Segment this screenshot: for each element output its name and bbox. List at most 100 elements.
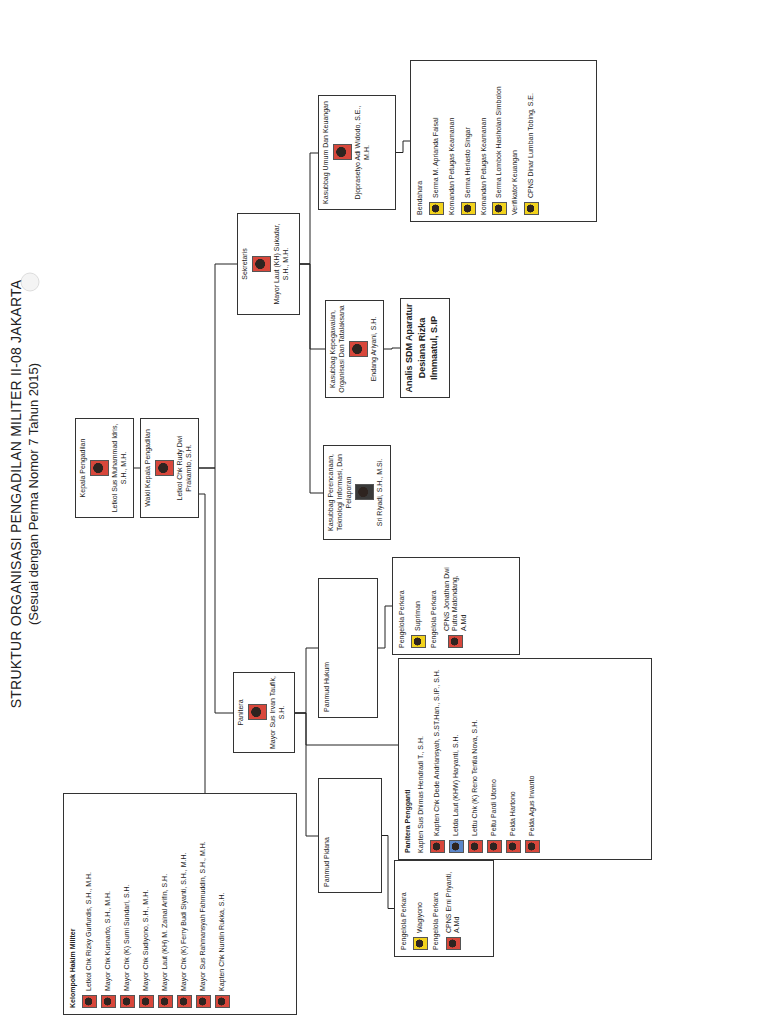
portrait-photo xyxy=(333,145,352,161)
person-name: Komandan Petugas Keamanan xyxy=(448,118,457,215)
portrait-photo xyxy=(468,840,483,853)
text-row: CPNS Jonathan Dwi Putra Matondang, A.Md xyxy=(443,564,469,648)
text-row: Wakil Kepala Pengadilan xyxy=(144,422,153,514)
position-title: Kasubbag Umum Dan Keuangan xyxy=(322,101,329,204)
position-title: Wakil Kepala Pengadilan xyxy=(144,429,151,507)
position-title: Analis SDM Aparatur xyxy=(404,303,414,392)
text-row: Panmud Hukum xyxy=(323,584,332,712)
text-row: Kapten Chk Dede Andriansyah, S.ST.Han., … xyxy=(430,665,445,853)
person-name: Endang Ariyani, S.H. xyxy=(370,317,377,382)
text-row: Mayor Sus Irvan Taufik, S.H. xyxy=(248,676,287,749)
text-row: Sri Riyadi, S.H., M.Si. xyxy=(355,449,385,536)
portrait-photo xyxy=(506,840,521,853)
text-row: Pengelola Perkara xyxy=(398,564,407,648)
text-row: Mayor Laut (KH) Sukadar, S.H., M.H. xyxy=(252,217,291,311)
portrait-photo xyxy=(429,202,444,215)
position-box: Kasubbag Kepegawaian, Organisasi Dan Tat… xyxy=(325,300,384,398)
person-name: Djoprasetyo Adi Widodo, S.E., M.H. xyxy=(354,106,370,200)
text-row: Supriman xyxy=(411,564,426,648)
org-connector xyxy=(300,153,318,264)
person-name: Verifikator Keuangan xyxy=(511,150,520,215)
position-title: Kelompok Hakim Militer xyxy=(69,929,78,1008)
text-row: Letkol Sus Muhammad Idris, S.H., M.H. xyxy=(90,422,129,514)
person-name: Wagiyono xyxy=(416,902,425,933)
person-name: Mayor Sus Irvan Taufik, S.H. xyxy=(269,676,285,749)
person-name: Mayor Chk (K) Ferry Budi Siyanti, S.H., … xyxy=(180,853,189,991)
person-name: CPNS Erni Priyanti, A.Md xyxy=(445,867,463,933)
text-row: Serma M. Aprianda Faisal xyxy=(429,67,444,215)
text-row: Kapten Sus Dhimas Hendradi T., S.H. xyxy=(417,665,426,853)
portrait-photo xyxy=(158,995,173,1008)
portrait-photo xyxy=(446,937,461,950)
position-box: Analis SDM AparaturDesiana Rizka Ilmmaat… xyxy=(400,298,450,398)
person-name: Lettu Chk (K) Reno Tentia Nova, S.H. xyxy=(471,720,480,836)
text-row: Komandan Petugas Keamanan xyxy=(480,67,489,215)
text-row: Pelda Hartono xyxy=(506,665,521,853)
person-name: Letkol Chk Rudy Dwi Prakamto, S.H. xyxy=(176,436,192,501)
position-box: Wakil Kepala Pengadilan Letkol Chk Rudy D… xyxy=(140,418,199,518)
org-connector xyxy=(382,836,394,909)
text-row: Pengelola Perkara xyxy=(400,867,409,950)
person-name: Serma Lombok Hasiholan Simbolon xyxy=(495,86,504,198)
portrait-photo xyxy=(430,840,445,853)
position-box: Panmud Hukum xyxy=(318,578,378,718)
position-title: Kasubbag Perencanaan, Teknologi Informas… xyxy=(327,454,352,531)
text-row: Pengelola Perkara xyxy=(432,867,441,950)
org-connector xyxy=(384,348,400,349)
text-row: Lettu Chk (K) Reno Tentia Nova, S.H. xyxy=(468,665,483,853)
text-row: Mayor Chk (K) Sumi Sundari, S.H. xyxy=(120,800,135,1008)
position-title: Pengelola Perkara xyxy=(400,892,409,950)
subtitle-note: (Sesuai dengan Perma Nomor 7 Tahun 2015) xyxy=(26,264,41,724)
position-box: Kasubbag Umum Dan Keuangan Djoprasetyo Ad… xyxy=(318,95,396,210)
portrait-photo xyxy=(215,995,230,1008)
text-row: Verifikator Keuangan xyxy=(511,67,520,215)
person-name: Mayor Chk Sudiyono, S.H., M.H. xyxy=(142,890,151,991)
portrait-photo xyxy=(101,995,116,1008)
org-connector xyxy=(300,264,325,349)
staff-list-box: Bendahara Serma M. Aprianda Faisal Komanda… xyxy=(410,60,597,222)
position-box: Kasubbag Perencanaan, Teknologi Informas… xyxy=(323,445,391,540)
person-name: Mayor Sus Rahmansyah Fahmuddin, S.H., M.… xyxy=(199,841,208,991)
portrait-photo xyxy=(525,840,540,853)
title-block: STRUKTUR ORGANISASI PENGADILAN MILITER I… xyxy=(8,264,41,724)
portrait-photo xyxy=(155,460,174,476)
text-row: Panitera xyxy=(237,676,246,749)
person-name: CPNS Jonathan Dwi Putra Matondang, A.Md xyxy=(443,564,469,631)
text-row: Mayor Chk (K) Ferry Budi Siyanti, S.H., … xyxy=(177,800,192,1008)
portrait-photo xyxy=(177,995,192,1008)
portrait-photo xyxy=(349,341,368,357)
person-name: Komandan Petugas Keamanan xyxy=(480,118,489,215)
text-row: Letkol Chk Rizky Gurfurdis, S.H., M.H. xyxy=(82,800,97,1008)
position-title: Pengelola Perkara xyxy=(398,590,407,648)
person-name: Letkol Sus Muhammad Idris, S.H., M.H. xyxy=(111,424,127,513)
person-name: Mayor Laut (KH) M. Zainal Arifin, S.H. xyxy=(161,874,170,991)
text-row: Kasubbag Kepegawaian, Organisasi Dan Tat… xyxy=(329,304,347,394)
person-name: Pengelola Perkara xyxy=(430,590,439,648)
person-name: Letda Laut (KHW) Haryanti, S.H. xyxy=(452,734,461,836)
text-row: Endang Ariyani, S.H. xyxy=(349,304,379,394)
text-row: Wagiyono xyxy=(413,867,428,950)
org-connector xyxy=(300,264,323,493)
text-row: CPNS Erni Priyanti, A.Md xyxy=(445,867,463,950)
text-row: Mayor Chk Sudiyono, S.H., M.H. xyxy=(139,800,154,1008)
text-row: Serma Lombok Hasiholan Simbolon xyxy=(492,67,507,215)
person-name: Mayor Laut (KH) Sukadar, S.H., M.H. xyxy=(273,224,289,305)
text-row: Kepala Pengadilan xyxy=(79,422,88,514)
text-row: Letda Laut (KHW) Haryanti, S.H. xyxy=(449,665,464,853)
portrait-photo xyxy=(411,635,426,648)
person-name: Kapten Chk Dede Andriansyah, S.ST.Han., … xyxy=(433,669,442,836)
text-row: Analis SDM Aparatur xyxy=(404,302,415,394)
position-title: Bendahara xyxy=(416,181,425,215)
position-title: Panmud Pidana xyxy=(323,837,330,887)
portrait-photo xyxy=(524,202,539,215)
text-row: Pengelola Perkara xyxy=(430,564,439,648)
staff-list-box: Pengelola Perkara Wagiyono Pengelola Perka… xyxy=(394,860,494,957)
chart-title: STRUKTUR ORGANISASI PENGADILAN MILITER I… xyxy=(8,264,24,724)
text-row: Pelda Agus Irwanto xyxy=(525,665,540,853)
portrait-photo xyxy=(248,705,267,721)
person-name: Kapten Sus Dhimas Hendradi T., S.H. xyxy=(417,736,426,853)
staff-list-box: Kelompok Hakim Militer Letkol Chk Rizky G… xyxy=(63,793,297,1015)
text-row: Kelompok Hakim Militer xyxy=(69,800,78,1008)
portrait-photo xyxy=(461,202,476,215)
